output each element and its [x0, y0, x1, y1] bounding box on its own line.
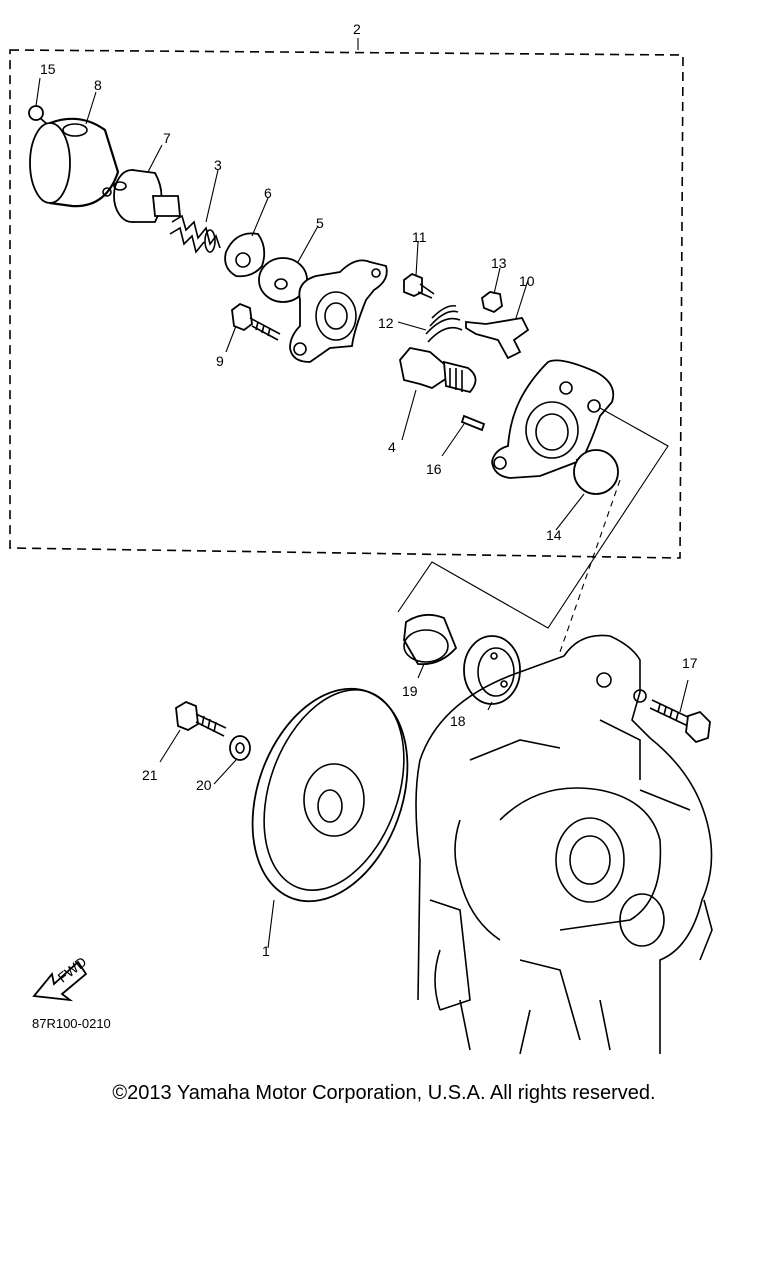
callout-14: 14 — [546, 527, 562, 543]
part-8-cap-housing — [29, 117, 120, 208]
callout-9: 9 — [216, 353, 224, 369]
callout-16: 16 — [426, 461, 442, 477]
part-10-lever — [465, 317, 530, 360]
guide-line-18 — [559, 479, 621, 653]
part-14-cap — [573, 449, 619, 495]
part-1-impeller — [251, 687, 409, 903]
parts-exploded-diagram: 1 2 3 4 5 6 7 8 9 10 11 12 13 14 15 16 1… — [9, 21, 713, 1055]
part-17-bolt — [649, 699, 711, 744]
callout-17: 17 — [682, 655, 698, 671]
guide-line-19 — [397, 407, 669, 629]
part-12-spring — [425, 304, 463, 343]
callout-4: 4 — [388, 439, 396, 455]
pump-body-flange — [289, 259, 388, 363]
callout-21: 21 — [142, 767, 158, 783]
drawing-code: 87R100-0210 — [32, 1016, 111, 1031]
part-16-pin — [460, 414, 486, 432]
callout-13: 13 — [491, 255, 507, 271]
part-11-bolt — [403, 272, 435, 299]
part-9-bolt — [231, 302, 281, 341]
callout-15: 15 — [40, 61, 56, 77]
callout-10: 10 — [519, 273, 535, 289]
part-18-bearing — [463, 635, 521, 705]
pump-cover-housing — [491, 359, 615, 479]
copyright-notice: ©2013 Yamaha Motor Corporation, U.S.A. A… — [112, 1082, 656, 1104]
callout-12: 12 — [378, 315, 394, 331]
callout-20: 20 — [196, 777, 212, 793]
callout-numbers: 1 2 3 4 5 6 7 8 9 10 11 12 13 14 15 16 1… — [40, 21, 698, 959]
part-21-bolt — [175, 700, 227, 737]
callout-8: 8 — [94, 77, 102, 93]
part-3-spring — [169, 214, 221, 254]
callout-7: 7 — [163, 130, 171, 146]
part-7-shaft — [113, 169, 181, 223]
part-4-valve-shaft — [399, 347, 477, 394]
callout-1: 1 — [262, 943, 270, 959]
callout-2: 2 — [353, 21, 361, 37]
part-19-seal — [403, 613, 458, 666]
forward-arrow-icon: FWD — [32, 953, 89, 1002]
callout-18: 18 — [450, 713, 466, 729]
part-13-nut — [481, 291, 503, 314]
callout-19: 19 — [402, 683, 418, 699]
engine-casing — [415, 634, 713, 1055]
callout-5: 5 — [316, 215, 324, 231]
callout-11: 11 — [412, 229, 427, 245]
part-6-plate — [224, 232, 266, 278]
callout-3: 3 — [214, 157, 222, 173]
leader-lines — [35, 38, 689, 949]
callout-6: 6 — [264, 185, 272, 201]
part-20-washer — [229, 735, 251, 761]
part-15-screw — [28, 105, 48, 125]
assembly-dashed-box — [9, 49, 684, 559]
